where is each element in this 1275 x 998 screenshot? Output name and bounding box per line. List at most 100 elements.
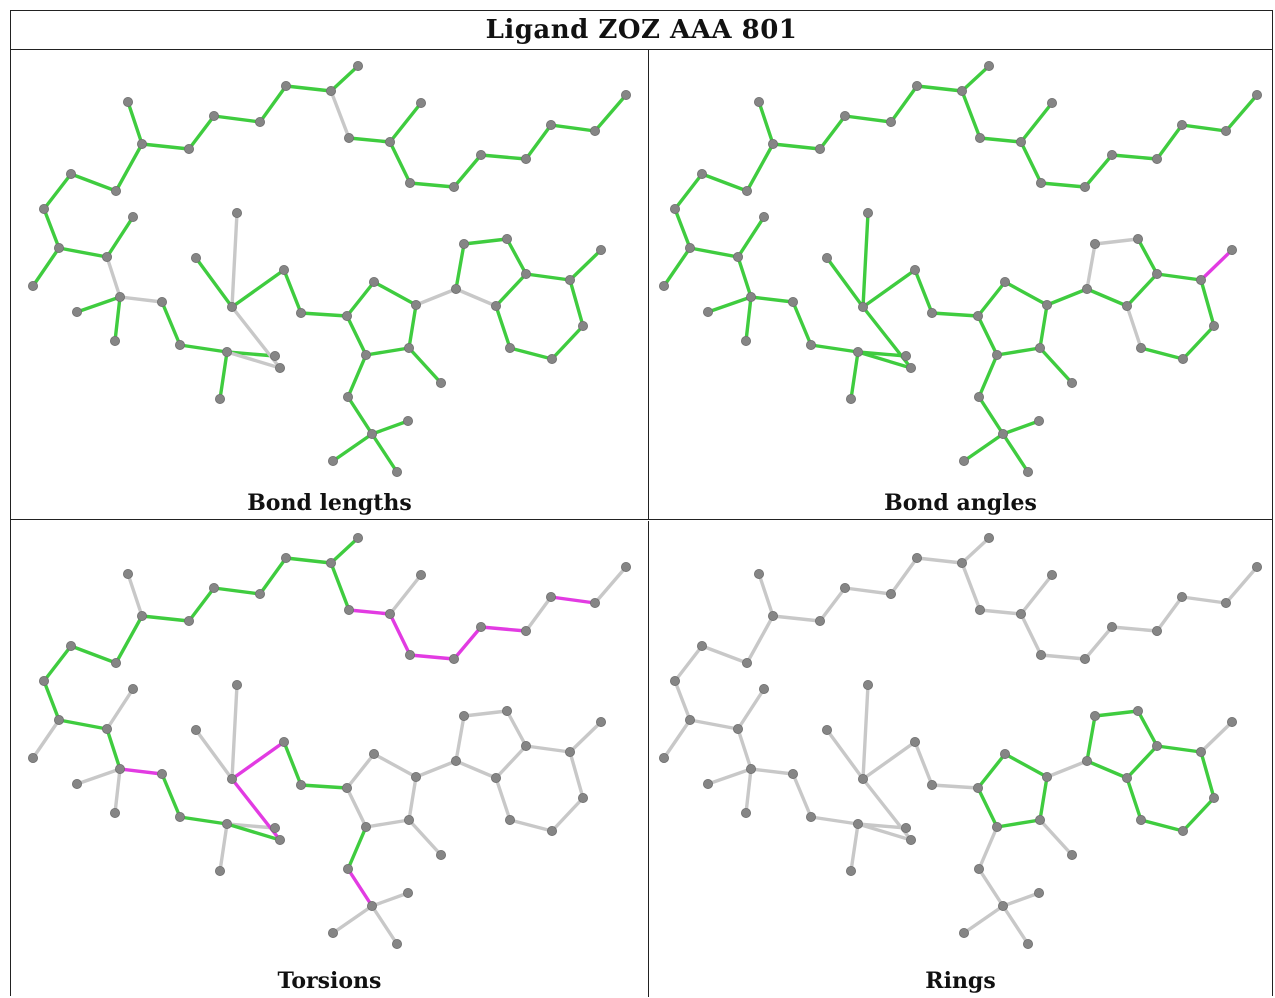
bond xyxy=(1038,346,1074,385)
atom xyxy=(450,283,461,294)
atom xyxy=(839,111,850,122)
bond xyxy=(364,346,411,357)
atom xyxy=(1221,126,1232,137)
bond xyxy=(1001,432,1030,474)
atom xyxy=(343,605,354,616)
atom xyxy=(274,362,285,373)
bond xyxy=(549,123,597,133)
bond xyxy=(688,246,740,259)
bond xyxy=(1083,153,1114,189)
atom xyxy=(685,242,696,253)
bond xyxy=(1019,612,1043,657)
bond xyxy=(1180,595,1228,605)
bond xyxy=(187,114,216,151)
atom xyxy=(1022,466,1033,477)
atom xyxy=(325,558,336,569)
atom xyxy=(1151,740,1162,751)
bond xyxy=(978,136,1023,144)
bond xyxy=(550,324,585,361)
atom xyxy=(1121,300,1132,311)
bond xyxy=(1181,324,1216,361)
bond xyxy=(345,314,368,357)
bond xyxy=(388,573,423,616)
atom xyxy=(1221,598,1232,609)
bond xyxy=(1085,242,1097,291)
bond xyxy=(736,727,753,771)
atom xyxy=(754,569,765,580)
atom xyxy=(1066,849,1077,860)
bond xyxy=(673,172,704,211)
atom xyxy=(754,97,765,108)
bond xyxy=(329,89,351,140)
bond xyxy=(299,783,349,790)
bond xyxy=(1110,625,1159,633)
atom xyxy=(366,428,377,439)
bond xyxy=(976,786,999,829)
bond xyxy=(736,255,753,299)
bond xyxy=(995,346,1042,357)
bond xyxy=(388,612,412,657)
atom xyxy=(1177,120,1188,131)
atom xyxy=(490,300,501,311)
bond xyxy=(1093,237,1140,246)
atom xyxy=(768,611,779,622)
bond xyxy=(494,304,512,350)
atom xyxy=(1178,353,1189,364)
atom xyxy=(520,268,531,279)
bond xyxy=(505,237,528,276)
atom xyxy=(115,763,126,774)
atom xyxy=(214,393,225,404)
bond xyxy=(508,346,554,361)
bond xyxy=(1125,776,1143,822)
bond xyxy=(1003,280,1049,307)
bond xyxy=(212,114,262,124)
atom xyxy=(973,391,984,402)
bond xyxy=(284,556,333,565)
bond xyxy=(282,268,303,315)
atom xyxy=(909,736,920,747)
atom xyxy=(839,583,850,594)
atom xyxy=(1151,154,1162,165)
bond xyxy=(960,64,991,93)
bond xyxy=(995,818,1042,829)
bond xyxy=(69,172,118,193)
bond xyxy=(744,295,753,343)
bond xyxy=(258,556,288,596)
atom xyxy=(226,301,237,312)
atom xyxy=(1035,649,1046,660)
atom xyxy=(1252,90,1263,101)
atom xyxy=(546,592,557,603)
atom xyxy=(156,768,167,779)
atom xyxy=(1178,825,1189,836)
atom xyxy=(1046,98,1057,109)
bond xyxy=(962,432,1005,463)
bond xyxy=(225,350,282,370)
atom xyxy=(578,320,589,331)
atom xyxy=(352,60,363,71)
atom xyxy=(565,746,576,757)
bond xyxy=(160,300,182,347)
molecule-view xyxy=(27,532,632,949)
bond xyxy=(1199,720,1234,754)
bond xyxy=(346,353,368,399)
bond xyxy=(977,395,1005,436)
atom xyxy=(366,900,377,911)
atom xyxy=(208,111,219,122)
atom xyxy=(156,296,167,307)
bond xyxy=(771,142,822,151)
atom xyxy=(1015,609,1026,620)
atom xyxy=(972,310,983,321)
bond xyxy=(407,818,443,857)
atom xyxy=(768,139,779,150)
atom xyxy=(102,723,113,734)
atom xyxy=(999,748,1010,759)
atom xyxy=(905,362,916,373)
atom xyxy=(900,822,911,833)
bond xyxy=(347,136,392,144)
bond xyxy=(1180,123,1228,133)
bond xyxy=(736,215,766,259)
atom xyxy=(27,280,38,291)
atom xyxy=(475,622,486,633)
atom xyxy=(787,296,798,307)
bond xyxy=(462,237,509,246)
